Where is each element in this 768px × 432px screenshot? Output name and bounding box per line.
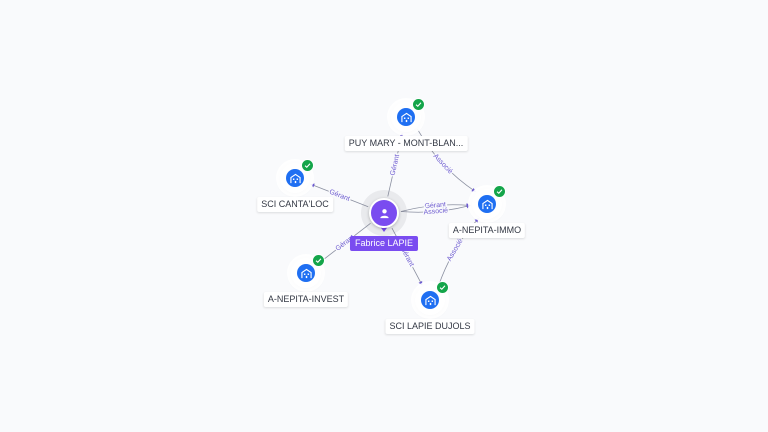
check-icon bbox=[412, 98, 425, 111]
check-icon bbox=[436, 281, 449, 294]
building-icon bbox=[297, 264, 315, 282]
building-icon bbox=[478, 195, 496, 213]
building-icon bbox=[421, 291, 439, 309]
company-node-canta[interactable] bbox=[280, 159, 314, 193]
person-icon bbox=[379, 208, 390, 219]
company-node-puy[interactable] bbox=[391, 98, 425, 132]
company-label[interactable]: SCI LAPIE DUJOLS bbox=[385, 319, 475, 334]
check-icon bbox=[301, 159, 314, 172]
company-label[interactable]: A-NEPITA-IMMO bbox=[448, 223, 526, 238]
edge-person-immo[interactable]: Gérant bbox=[400, 200, 471, 212]
company-node-immo[interactable] bbox=[472, 185, 506, 219]
person-node[interactable] bbox=[369, 198, 399, 228]
company-label[interactable]: A-NEPITA-INVEST bbox=[263, 292, 349, 307]
company-node-invest[interactable] bbox=[291, 254, 325, 288]
building-icon bbox=[286, 169, 304, 187]
person-label[interactable]: Fabrice LAPIE bbox=[349, 236, 419, 251]
check-icon bbox=[312, 254, 325, 267]
company-label[interactable]: PUY MARY - MONT-BLAN... bbox=[344, 136, 468, 151]
edge-label: Gérant bbox=[424, 201, 446, 210]
building-icon bbox=[397, 108, 415, 126]
check-icon bbox=[493, 185, 506, 198]
company-label[interactable]: SCI CANTA'LOC bbox=[257, 197, 333, 212]
person-pin bbox=[379, 225, 389, 232]
edge-label: Associé bbox=[423, 207, 448, 216]
company-node-dujols[interactable] bbox=[415, 281, 449, 315]
edge-label: Gérant bbox=[390, 154, 402, 176]
edge-person-immo[interactable]: Associé bbox=[400, 204, 471, 218]
edge-label: Associé bbox=[432, 153, 454, 176]
edge-label: Associé bbox=[446, 238, 465, 263]
